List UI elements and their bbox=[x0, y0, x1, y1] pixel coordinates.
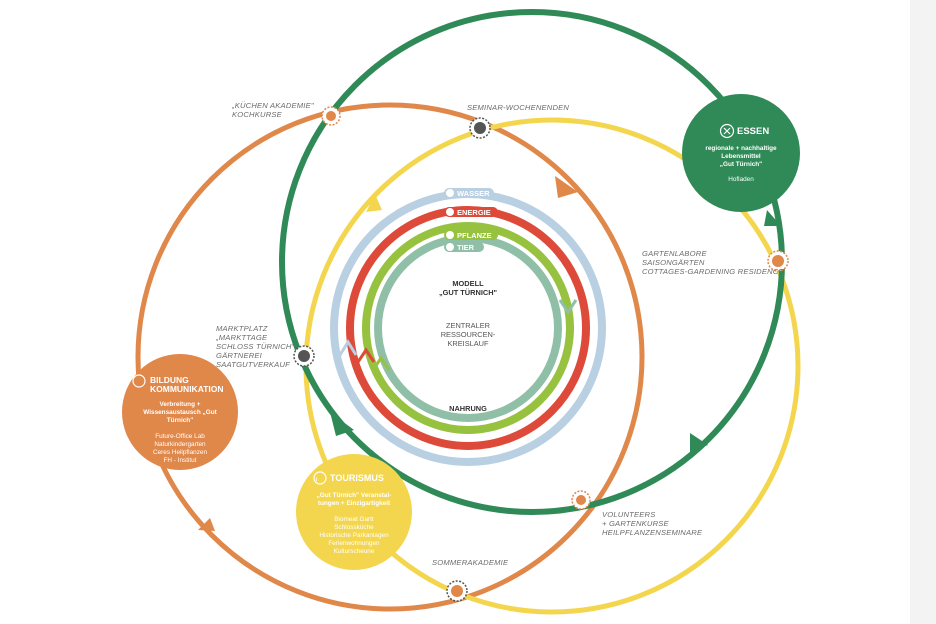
sommer-label: SOMMERAKADEMIE bbox=[432, 558, 509, 567]
wasser-pill bbox=[444, 188, 494, 198]
center-sub-3: KREISLAUF bbox=[447, 339, 489, 348]
bulb-icon bbox=[132, 374, 146, 388]
pflanze-label: PFLANZE bbox=[457, 231, 492, 240]
garten-label: GARTENLABORE SAISONGÄRTEN COTTAGES-GARDE… bbox=[642, 249, 784, 276]
bildung-extra: Future-Office Lab bbox=[155, 433, 205, 440]
essen-line: Lebensmittel bbox=[721, 153, 761, 160]
energy-icon bbox=[446, 208, 454, 216]
volunteers-label: VOLUNTEERS + GARTENKURSE HEILPFLANZENSEM… bbox=[602, 510, 703, 537]
tier-label: TIER bbox=[457, 243, 475, 252]
leaf-icon bbox=[446, 231, 454, 239]
green-arrow-head bbox=[764, 210, 781, 226]
garten-node-icon bbox=[767, 250, 789, 272]
markt-node-icon bbox=[293, 345, 315, 367]
bildung-extra: Ceres Heilpflanzen bbox=[153, 449, 207, 456]
tourismus-line: „Gut Türnich" Veranstal- bbox=[317, 492, 392, 499]
green-arrow-head bbox=[690, 433, 708, 452]
tourismus-extra: Kulturscheune bbox=[334, 548, 375, 555]
tourismus-extra: Biomeat Gartt bbox=[334, 516, 374, 523]
bildung-extra: FH - Institut bbox=[163, 457, 196, 464]
essen-title: ESSEN bbox=[737, 126, 769, 137]
tourismus-title: TOURISMUS bbox=[330, 473, 384, 483]
center-title-2: „GUT TÜRNICH" bbox=[439, 288, 498, 297]
center-title-1: MODELL bbox=[452, 279, 484, 288]
cross-cutlery-icon-mark bbox=[723, 127, 731, 135]
tourismus-bubble: i TOURISMUS „Gut Türnich" Veranstal- tun… bbox=[296, 454, 412, 570]
seminar-label: SEMINAR-WOCHENENDEN bbox=[467, 103, 569, 112]
bildung-extra: Naturkindergarten bbox=[154, 441, 206, 448]
green-arrow-head bbox=[330, 412, 354, 436]
center-sub-2: RESSOURCEN- bbox=[441, 330, 496, 339]
bildung-title-1: BILDUNG bbox=[150, 375, 189, 385]
essen-extra: Hofladen bbox=[728, 176, 754, 183]
orange-arrow-head bbox=[198, 518, 215, 531]
essen-bubble: ESSEN regionale + nachhaltige Lebensmitt… bbox=[682, 94, 800, 212]
nahrung-label: NAHRUNG bbox=[449, 404, 487, 413]
bildung-line: Türnich" bbox=[167, 417, 193, 424]
info-icon bbox=[313, 471, 327, 485]
tourismus-extra: Historische Parkanlagen bbox=[319, 532, 389, 539]
drop-icon bbox=[446, 189, 454, 197]
animal-icon bbox=[446, 243, 454, 251]
bildung-line: Wissensaustausch „Gut bbox=[143, 409, 217, 416]
tourismus-line: tungen + Einzigartigkeit bbox=[318, 500, 391, 507]
energie-pill bbox=[444, 207, 498, 217]
orange-arrow-head bbox=[555, 176, 578, 198]
markt-label: MARKTPLATZ „MARKTTAGE SCHLOSS TÜRNICH" G… bbox=[215, 324, 297, 369]
bildung-line: Verbreitung + bbox=[159, 401, 200, 408]
teal-flow-arrow bbox=[558, 299, 578, 315]
wasser-label: WASSER bbox=[457, 189, 490, 198]
pflanze-pill bbox=[444, 230, 498, 240]
bildung-bubble: BILDUNG KOMMUNIKATION Verbreitung + Wiss… bbox=[122, 354, 238, 470]
tourismus-extra: Ferienwohnungen bbox=[328, 540, 380, 547]
essen-line: „Gut Türnich" bbox=[720, 161, 762, 168]
kuechen-label: „KÜCHEN AKADEMIE" KOCHKURSE bbox=[231, 101, 316, 119]
red-flow-arrow bbox=[356, 347, 376, 363]
pflanze-ring bbox=[362, 222, 574, 434]
kuechen-node-icon bbox=[321, 106, 341, 126]
blue-flow-arrow bbox=[338, 339, 358, 356]
tier-pill bbox=[444, 242, 484, 252]
info-icon-glyph: i bbox=[316, 477, 318, 483]
right-edge-strip bbox=[910, 0, 936, 624]
yellow-arrow-head bbox=[366, 194, 382, 212]
tourismus-extra: Schlossküche bbox=[334, 524, 374, 531]
orange-cycle-ring bbox=[135, 102, 645, 612]
energie-label: ENERGIE bbox=[457, 208, 491, 217]
cross-cutlery-icon bbox=[719, 123, 735, 139]
essen-line: regionale + nachhaltige bbox=[705, 145, 777, 152]
sommer-node-icon bbox=[446, 580, 468, 602]
seminar-node-icon bbox=[469, 117, 491, 139]
green-flow-arrow bbox=[371, 355, 391, 371]
center-sub-1: ZENTRALER bbox=[446, 321, 490, 330]
volunteers-node-icon bbox=[571, 490, 591, 510]
bildung-title-2: KOMMUNIKATION bbox=[150, 384, 224, 394]
